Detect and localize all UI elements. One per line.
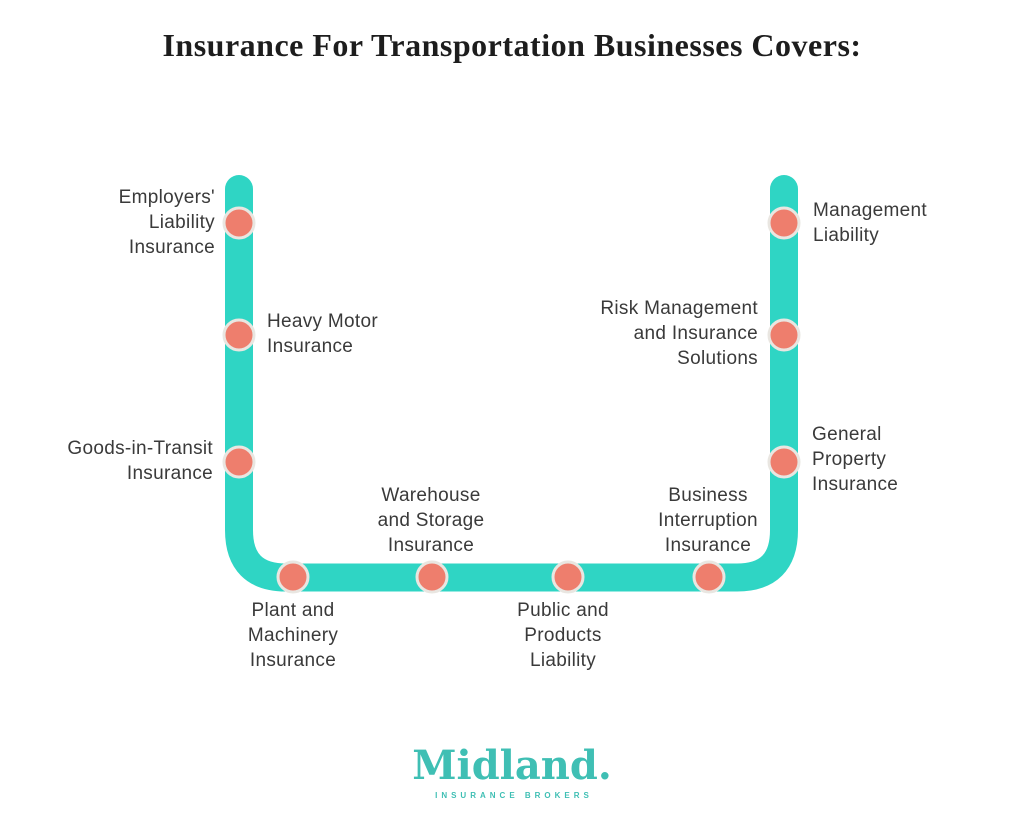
- node-label-public-products: Public and Products Liability: [517, 600, 609, 671]
- node-dot-heavy-motor: [222, 318, 256, 352]
- node-label-general-property: General Property Insurance: [812, 424, 899, 495]
- node-label-management-liability: Management Liability: [813, 200, 927, 246]
- node-label-goods-in-transit: Goods-in-Transit Insurance: [67, 438, 213, 484]
- node-label-plant-machinery: Plant and Machinery Insurance: [247, 600, 339, 671]
- node-dot-goods-in-transit: [222, 445, 256, 479]
- node-dot-warehouse-storage: [415, 560, 449, 594]
- node-dot-plant-machinery: [276, 560, 310, 594]
- node-dot-general-property: [767, 445, 801, 479]
- node-label-employers-liability: Employers' Liability Insurance: [118, 187, 215, 258]
- node-label-business-interruption: Business Interruption Insurance: [658, 485, 758, 556]
- node-dot-employers-liability: [222, 206, 256, 240]
- node-label-warehouse-storage: Warehouse and Storage Insurance: [377, 485, 485, 556]
- node-dot-risk-management: [767, 318, 801, 352]
- page-title: Insurance For Transportation Businesses …: [162, 27, 862, 63]
- node-label-risk-management: Risk Management and Insurance Solutions: [600, 298, 758, 369]
- node-dot-management-liability: [767, 206, 801, 240]
- midland-logo: Midland. INSURANCE BROKERS: [0, 742, 1024, 801]
- u-path: [225, 175, 798, 592]
- logo-wordmark: Midland.: [412, 742, 612, 789]
- node-dot-business-interruption: [692, 560, 726, 594]
- logo-tagline: INSURANCE BROKERS: [435, 791, 593, 800]
- node-label-heavy-motor: Heavy Motor Insurance: [267, 311, 379, 357]
- node-dot-public-products: [551, 560, 585, 594]
